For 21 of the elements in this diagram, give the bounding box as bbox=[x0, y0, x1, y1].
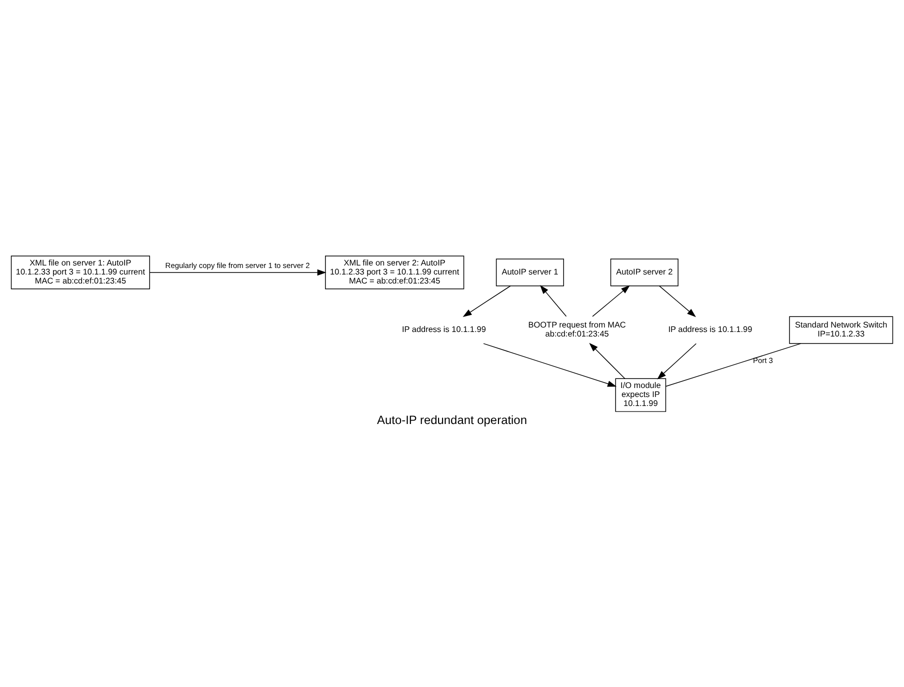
arrow bbox=[658, 286, 696, 318]
arrow bbox=[657, 343, 697, 380]
arrow bbox=[540, 285, 567, 317]
node-text: BOOTP request from MAC ab:cd:ef:01:23:45 bbox=[528, 320, 626, 339]
arrow bbox=[462, 286, 511, 318]
node-box: XML file on server 2: AutoIP 10.1.2.33 port 3 = 10.1.1.99 current MAC = ab:cd:ef:01:23:45 bbox=[325, 256, 464, 290]
node-text: IP address is 10.1.1.99 bbox=[668, 325, 752, 334]
arrow bbox=[149, 269, 326, 276]
caption: Auto-IP redundant operation bbox=[377, 413, 527, 428]
node-box: Standard Network Switch IP=10.1.2.33 bbox=[789, 316, 894, 344]
connector bbox=[665, 343, 802, 387]
node-text: IP address is 10.1.1.99 bbox=[402, 325, 486, 334]
arrow bbox=[589, 342, 626, 379]
edge-label: Port 3 bbox=[752, 356, 773, 365]
node-box: AutoIP server 2 bbox=[610, 258, 678, 286]
node-box: AutoIP server 1 bbox=[496, 258, 564, 286]
edge-label: Regularly copy file from server 1 to server 2 bbox=[165, 260, 310, 270]
arrow bbox=[592, 285, 630, 317]
node-box: I/O module expects IP 10.1.1.99 bbox=[615, 378, 666, 412]
node-box: XML file on server 1: AutoIP 10.1.2.33 port 3 = 10.1.1.99 current MAC = ab:cd:ef:01:23:45 bbox=[10, 256, 150, 290]
arrow bbox=[483, 343, 617, 387]
